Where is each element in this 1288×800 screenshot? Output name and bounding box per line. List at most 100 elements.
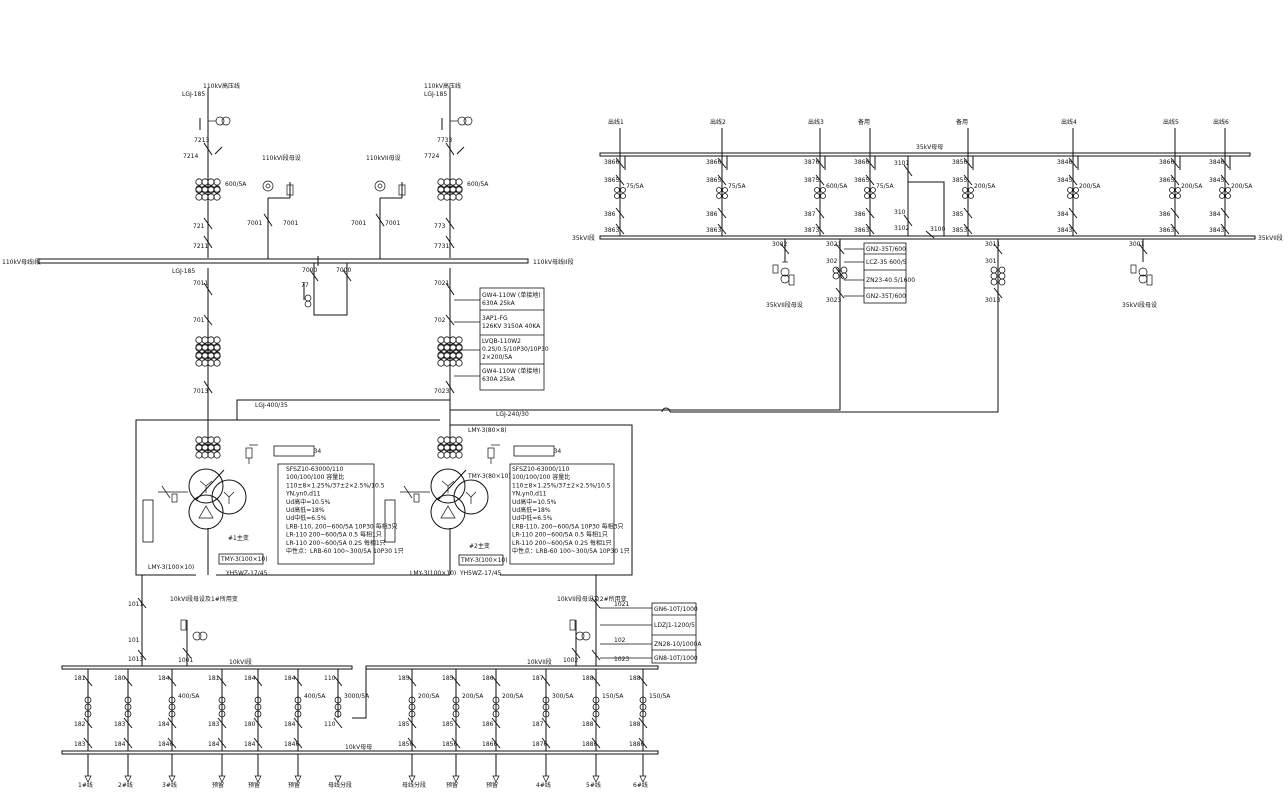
ct-coil bbox=[168, 703, 176, 711]
tr2-name: #2主变 bbox=[469, 542, 490, 550]
disconnector bbox=[1220, 223, 1230, 235]
ct-stack-9 bbox=[437, 352, 463, 367]
ct-coil bbox=[213, 344, 221, 352]
ct-coil bbox=[201, 359, 209, 367]
disconnector bbox=[615, 157, 625, 169]
feeder-10-code: 184 bbox=[244, 675, 256, 682]
disconnector bbox=[451, 737, 461, 749]
ct-coil bbox=[449, 359, 457, 367]
code-7001c: 7001 bbox=[351, 220, 366, 227]
ct-coil bbox=[1175, 187, 1181, 193]
ct-coil bbox=[207, 451, 215, 459]
eq35-2: ZN23-40.5/1600 bbox=[866, 277, 915, 284]
inc35-3001: 3001 bbox=[1129, 241, 1144, 248]
ct-coil bbox=[195, 436, 203, 444]
inc35-3021: 3021 bbox=[826, 241, 841, 248]
spec-line-4: Ud高中=10.5% bbox=[286, 498, 331, 506]
incomer-35-3 bbox=[990, 239, 1006, 300]
feeder-10-code: 1886 bbox=[582, 741, 597, 748]
feeder-35-ct: 600/5A bbox=[826, 183, 848, 190]
inc10-102: 102 bbox=[614, 637, 626, 644]
breaker bbox=[123, 717, 133, 729]
ct-coil bbox=[195, 178, 203, 186]
tr2-loop bbox=[450, 424, 633, 576]
spec-line-8: LR-110 200~600/5A 0.5 每相1只 bbox=[286, 531, 382, 539]
ct-coil bbox=[1073, 193, 1079, 199]
feeder-10-code: 183 bbox=[74, 741, 86, 748]
feeder-10-code: 185 bbox=[398, 721, 410, 728]
code-7000b: 7000 bbox=[336, 267, 351, 274]
code-7213: 7213 bbox=[194, 137, 209, 144]
feeder-35-code: 386 bbox=[854, 211, 866, 218]
feeder-10-code: 110 bbox=[324, 721, 336, 728]
neutral-tr1 bbox=[142, 485, 188, 543]
feeder-10-code: 183 bbox=[114, 721, 126, 728]
bus-35-top-label: 35kV母母 bbox=[916, 144, 943, 151]
ct-coil bbox=[542, 696, 550, 704]
ct-coil bbox=[124, 710, 132, 718]
ct-coil bbox=[492, 696, 500, 704]
eq35-0: GN2-35T/600 bbox=[866, 246, 906, 253]
ct-coil bbox=[1169, 193, 1175, 199]
ct-coil bbox=[455, 451, 463, 459]
feeder-35-code: 386 bbox=[604, 211, 616, 218]
eq35-3: GN2-35T/600 bbox=[866, 293, 906, 300]
bus-10-2-label: 10kVII段 bbox=[527, 658, 552, 666]
disconnector bbox=[638, 675, 648, 687]
bus-35-top bbox=[599, 152, 1251, 157]
feeder-10-label: 5#线 bbox=[586, 781, 601, 789]
feeder-10-code: 181 bbox=[74, 675, 86, 682]
feeder-35-label: 出线5 bbox=[1163, 118, 1179, 126]
feeder-10-code: 185 bbox=[442, 675, 454, 682]
ct-stack-1 bbox=[195, 186, 221, 201]
ct-coil bbox=[722, 187, 728, 193]
arrow-down-icon bbox=[492, 775, 500, 783]
breaker bbox=[253, 717, 263, 729]
ct-coil bbox=[542, 703, 550, 711]
spec-line-1: 100/100/100 容量比 bbox=[286, 473, 344, 481]
ct-coil bbox=[443, 436, 451, 444]
inc10-1013: 1013 bbox=[128, 656, 143, 663]
bus-35-lower-right: 35kVII段 bbox=[1258, 234, 1283, 242]
station-pt-1 bbox=[180, 619, 208, 666]
ct-coil bbox=[814, 193, 820, 199]
breaker bbox=[451, 717, 461, 729]
ct-coil bbox=[968, 187, 974, 193]
eq110-1: 630A 25kA bbox=[482, 300, 516, 307]
disconnector bbox=[1068, 223, 1078, 235]
ct-coil bbox=[334, 710, 342, 718]
feeder-35-label: 备用 bbox=[956, 118, 968, 126]
feeder-35-code: 3876 bbox=[804, 159, 819, 166]
feeder-35-code: 3856 bbox=[952, 159, 967, 166]
feeder-35-ct: 200/5A bbox=[1181, 183, 1203, 190]
disconnector bbox=[1068, 157, 1078, 169]
ct-coil bbox=[201, 436, 209, 444]
feeder-10-label: 母线分段 bbox=[328, 781, 352, 789]
ct-coil bbox=[207, 359, 215, 367]
ct-coil bbox=[864, 187, 870, 193]
feeder-10-ct: 3000/5A bbox=[344, 693, 370, 700]
inc35-3013: 3013 bbox=[985, 297, 1000, 304]
inc10-1021: 1021 bbox=[614, 601, 629, 608]
feeder-10-label: 4#线 bbox=[536, 781, 551, 789]
disconnector bbox=[333, 675, 343, 687]
ct-coil bbox=[334, 696, 342, 704]
disconnector bbox=[963, 223, 973, 235]
ct-coil bbox=[620, 193, 626, 199]
feeder-10-label: 2#线 bbox=[118, 781, 133, 789]
feeder-10-code: 187 bbox=[532, 675, 544, 682]
feeder-35-code: 3875 bbox=[804, 177, 819, 184]
disconnector bbox=[293, 737, 303, 749]
arrester-tr1 bbox=[245, 444, 258, 464]
disconnector bbox=[293, 675, 303, 687]
feeder-35-code: 3845 bbox=[1209, 177, 1224, 184]
disconnector bbox=[1170, 223, 1180, 235]
ct-coil bbox=[716, 193, 722, 199]
ct-coil bbox=[455, 186, 463, 194]
inc35-3002: 3002 bbox=[772, 241, 787, 248]
incomer-10-1 bbox=[137, 575, 147, 666]
code-7011: 7011 bbox=[193, 280, 208, 287]
